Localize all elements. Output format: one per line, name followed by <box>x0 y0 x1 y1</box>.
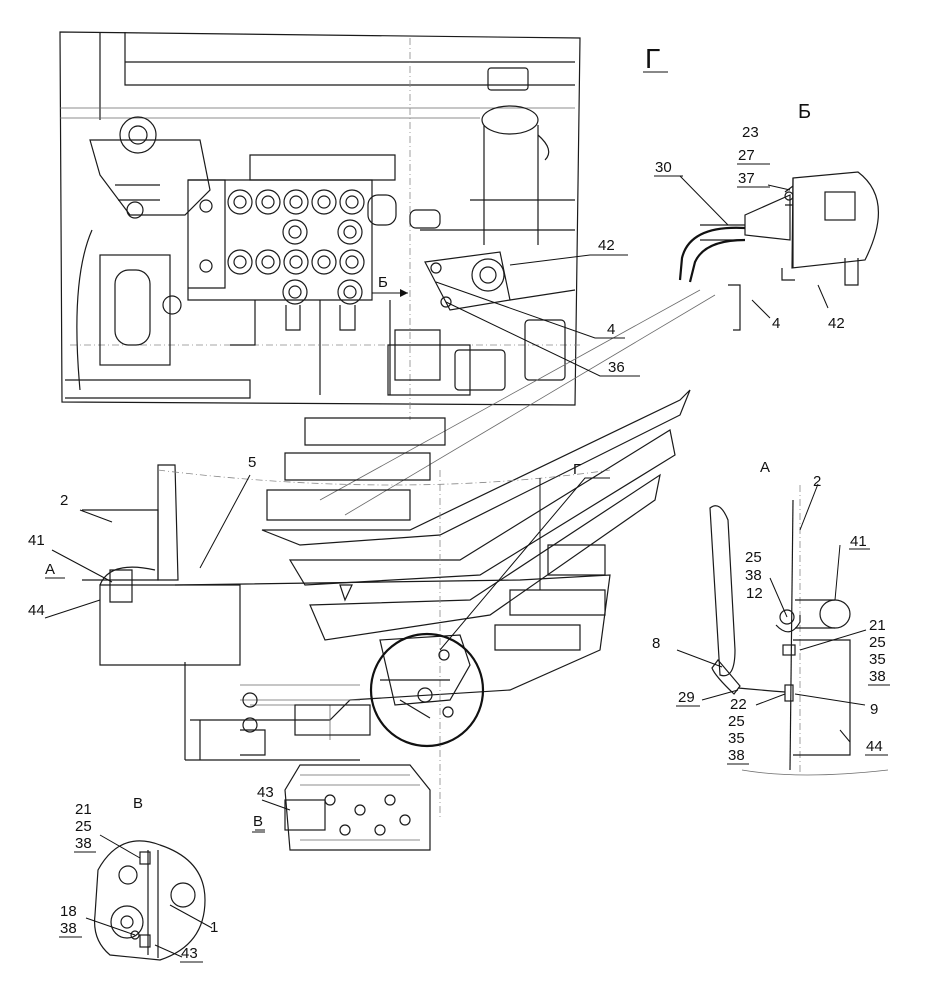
callout-25-a3: 25 <box>728 713 745 730</box>
callout-37: 37 <box>738 170 755 187</box>
view-v-title: В <box>133 795 143 812</box>
view-g-title: Г <box>645 43 660 74</box>
view-a-title: А <box>760 459 770 476</box>
callout-5: 5 <box>248 454 256 471</box>
view-b-lamp-detail <box>678 171 880 331</box>
callout-44-left: 44 <box>28 602 45 619</box>
callout-23: 23 <box>742 124 759 141</box>
callout-38-v2: 38 <box>60 920 77 937</box>
callout-4-top: 4 <box>607 321 615 338</box>
callout-42-b: 42 <box>828 315 845 332</box>
view-b-arrow-label: Б <box>378 274 388 291</box>
callout-35-a2: 35 <box>869 651 886 668</box>
callout-38-a3: 38 <box>728 747 745 764</box>
callout-4-b: 4 <box>772 315 780 332</box>
main-view-machine: Г <box>44 461 611 851</box>
view-v-arrow-label: В <box>253 813 263 830</box>
callout-2-left: 2 <box>60 492 68 509</box>
callout-29: 29 <box>678 689 695 706</box>
callout-22: 22 <box>730 696 747 713</box>
callout-12: 12 <box>746 585 763 602</box>
view-b-title: Б <box>798 101 811 123</box>
callout-1: 1 <box>210 919 218 936</box>
callout-38-v1: 38 <box>75 835 92 852</box>
view-g-callout-circle <box>369 632 485 748</box>
callout-18: 18 <box>60 903 77 920</box>
view-v-detail <box>85 834 213 961</box>
callout-25-a1: 25 <box>745 549 762 566</box>
callout-21-a: 21 <box>869 617 886 634</box>
callout-8: 8 <box>652 635 660 652</box>
callout-42-top: 42 <box>598 237 615 254</box>
callout-38-a1: 38 <box>745 567 762 584</box>
callout-2-a: 2 <box>813 473 821 490</box>
callout-27: 27 <box>738 147 755 164</box>
callout-9: 9 <box>870 701 878 718</box>
view-a-detail <box>676 483 889 776</box>
view-g-engine-detail: Б <box>59 31 581 420</box>
view-g-callout-label: Г <box>573 461 581 478</box>
callout-41-a: 41 <box>850 533 867 550</box>
connector-stripes <box>261 289 716 651</box>
callout-25-v: 25 <box>75 818 92 835</box>
callout-21-v: 21 <box>75 801 92 818</box>
valve-fittings <box>227 189 365 305</box>
callout-38-a2: 38 <box>869 668 886 685</box>
callout-43-v: 43 <box>181 945 198 962</box>
callout-30: 30 <box>655 159 672 176</box>
callout-41-left: 41 <box>28 532 45 549</box>
view-a-arrow-label: А <box>45 561 55 578</box>
callout-35-a3: 35 <box>728 730 745 747</box>
callout-44-a: 44 <box>866 738 883 755</box>
callout-25-a2: 25 <box>869 634 886 651</box>
callout-36: 36 <box>608 359 625 376</box>
callout-43-mid: 43 <box>257 784 274 801</box>
